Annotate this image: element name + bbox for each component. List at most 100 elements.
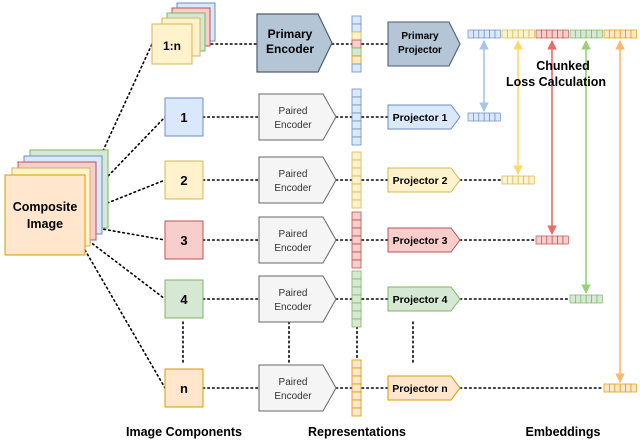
embeddings [467,29,637,393]
connector-composite-to-component [84,43,153,191]
primary-embedding-cell [625,29,632,39]
paired-encoder-line2: Encoder [274,183,312,194]
rep-cell [351,88,362,98]
component-label-1: 1 [180,110,187,125]
embedding-cell-1 [483,112,490,122]
paired-encoder-line2: Encoder [274,391,312,402]
paired-encoder [258,364,337,412]
embedding-cell-3 [535,235,542,245]
rep-cell [351,294,362,304]
rep-cell [351,375,362,385]
paired-encoder-line1: Paired [279,169,308,180]
rep-cell [351,407,362,417]
primary-embedding-cell [512,29,519,39]
rep-cell [351,367,362,377]
embedding-cell-4 [585,294,592,304]
rep-cell [351,23,362,33]
connector-composite-to-component [84,249,166,389]
paired-encoder-line1: Paired [279,288,308,299]
embedding-cell-1 [494,112,501,122]
embedding-cell-5 [619,383,626,393]
embedding-cell-5 [625,383,632,393]
rep-cell [351,211,362,221]
embedding-cell-2 [528,175,535,185]
rep-cell [351,151,362,161]
encoders: PrimaryEncoderPairedEncoderPairedEncoder… [256,13,337,412]
projector-label-2: Projector 2 [393,175,448,187]
embedding-cell-3 [551,235,558,245]
projector-label-5: Projector n [392,383,447,395]
composite-image: Composite Image [4,149,109,256]
rep-cell [351,39,362,49]
label-image-components: Image Components [126,425,242,439]
embedding-cell-5 [609,383,616,393]
primary-embedding-cell [523,29,530,39]
composite-label-line1: Composite [13,200,78,214]
component-label-2: 2 [180,173,187,188]
primary-embedding-cell [483,29,490,39]
rep-cell [351,31,362,41]
rep-cell [351,15,362,25]
rep-cell [351,359,362,369]
projector-4 [387,286,461,312]
rep-cell [351,175,362,185]
embedding-cell-2 [523,175,530,185]
rep-cell [351,383,362,393]
projector-5 [387,375,461,401]
paired-encoder-line1: Paired [279,106,308,117]
paired-encoder-line1: Paired [279,377,308,388]
primary-embedding-cell [562,29,569,39]
primary-embedding-cell [489,29,496,39]
primary-embedding-cell [557,29,564,39]
primary-embedding-cell [630,29,637,39]
rep-cell [351,219,362,229]
embedding-cell-2 [512,175,519,185]
rep-cell [351,259,362,269]
primary-encoder [256,13,333,73]
primary-embedding-cell [551,29,558,39]
paired-encoder [258,156,337,204]
component-label-3: 3 [180,233,187,248]
primary-embedding-cell [614,29,621,39]
primary-embedding-cell [467,29,474,39]
rep-cell [351,391,362,401]
primary-embedding-cell [528,29,535,39]
embedding-cell-1 [489,112,496,122]
rep-cell [351,63,362,73]
rep-cell [351,96,362,106]
component-box-4 [164,279,204,319]
embedding-cell-4 [596,294,603,304]
primary-embedding-cell [619,29,626,39]
rep-cell [351,159,362,169]
embedding-cell-1 [478,112,485,122]
primary-embedding-cell [569,29,576,39]
embedding-cell-3 [557,235,564,245]
paired-encoder-line1: Paired [279,229,308,240]
embedding-cell-3 [546,235,553,245]
label-representations: Representations [308,425,406,439]
rep-cell [351,47,362,57]
rep-cell [351,199,362,209]
rep-cell [351,104,362,114]
component-1n-label: 1:n [163,39,181,53]
rep-cell [351,278,362,288]
primary-embedding-cell [501,29,508,39]
connector-composite-to-component [84,225,166,241]
embedding-cell-3 [541,235,548,245]
component-box-2 [164,160,204,200]
embedding-cell-2 [517,175,524,185]
projector-label-1: Projector 1 [393,112,448,124]
chunked-loss-line2: Loss Calculation [506,75,606,89]
embedding-cell-4 [591,294,598,304]
rep-cell [351,399,362,409]
component-label-n: n [180,381,188,396]
composite-label-line2: Image [27,217,63,231]
primary-embedding-cell [609,29,616,39]
projector-label-3: Projector 3 [393,235,448,247]
primary-embedding-cell [478,29,485,39]
rep-cell [351,167,362,177]
rep-cell [351,302,362,312]
primary-embedding-cell [575,29,582,39]
projector-1 [387,104,461,130]
